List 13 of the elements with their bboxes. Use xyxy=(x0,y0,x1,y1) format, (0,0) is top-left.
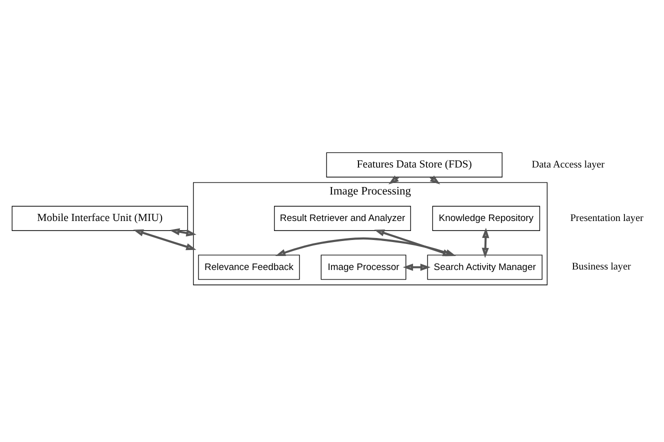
node-box: Features Data Store (FDS) xyxy=(326,152,502,177)
node-box: Image Processor xyxy=(320,254,406,280)
node-box: Mobile Interface Unit (MIU) xyxy=(12,205,188,230)
arrow xyxy=(482,227,490,258)
node-box: Knowledge Repository xyxy=(432,205,540,230)
arrow xyxy=(402,263,431,270)
arrow xyxy=(374,229,453,256)
label: Data Access layer xyxy=(532,158,605,170)
label: Business layer xyxy=(572,261,631,272)
node-box: Relevance Feedback xyxy=(198,254,300,280)
node-box: Search Activity Manager xyxy=(427,254,542,280)
node-box: Result Retriever and Analyzer xyxy=(274,205,411,230)
label: Presentation layer xyxy=(570,212,644,224)
